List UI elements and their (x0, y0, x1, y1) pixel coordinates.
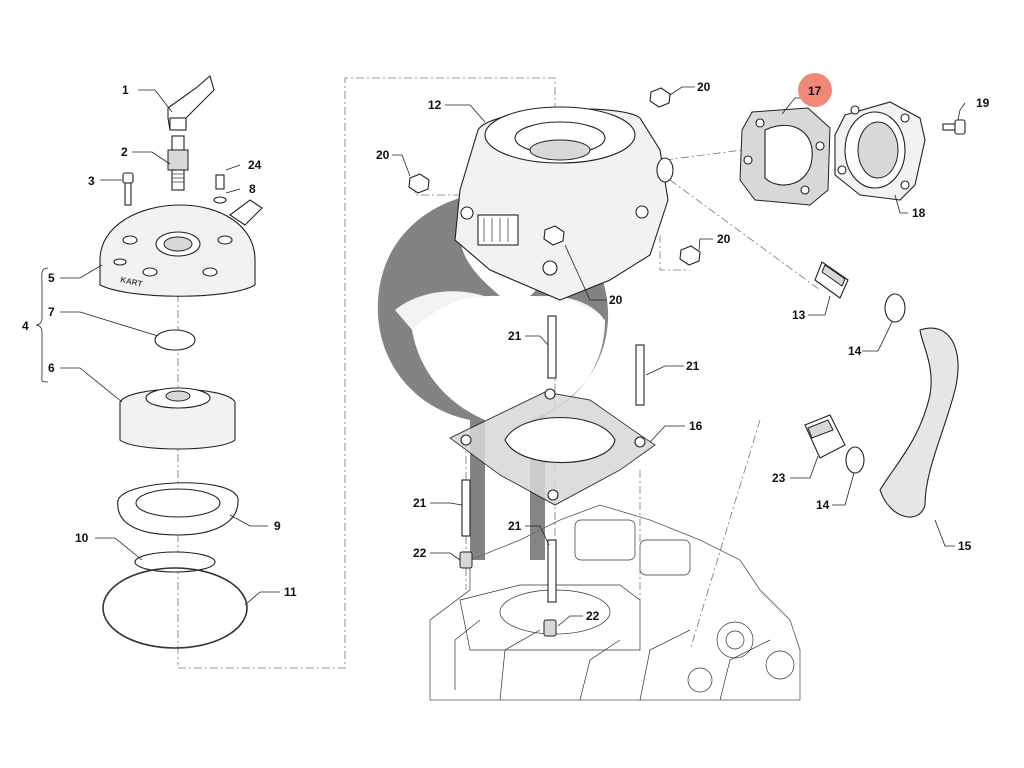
base-gasket (449, 388, 656, 506)
callout-23[interactable]: 23 (772, 471, 786, 485)
hose-clamp (845, 446, 865, 474)
callout-20a[interactable]: 20 (697, 80, 711, 94)
callout-3[interactable]: 3 (88, 174, 95, 188)
cylinder-head: KART (99, 199, 263, 297)
highlight-marker (798, 73, 832, 107)
dowel-pin (543, 619, 557, 637)
callout-17[interactable]: 17 (808, 84, 822, 98)
cylinder-stud (547, 315, 557, 379)
callout-6[interactable]: 6 (48, 361, 55, 375)
callout-22b[interactable]: 22 (586, 609, 600, 623)
callout-9[interactable]: 9 (274, 519, 281, 533)
combustion-insert (119, 387, 236, 450)
o-ring (154, 329, 196, 351)
water-fitting (804, 414, 846, 459)
hose-clamp (884, 293, 906, 323)
group-bracket (35, 267, 49, 383)
callout-1[interactable]: 1 (122, 83, 129, 97)
callout-2[interactable]: 2 (121, 145, 128, 159)
callout-14b[interactable]: 14 (816, 498, 830, 512)
sensor-stud (213, 174, 227, 204)
cylinder-nut (679, 245, 701, 266)
dowel-pin (459, 551, 473, 569)
callout-18[interactable]: 18 (912, 206, 926, 220)
callout-7[interactable]: 7 (48, 305, 55, 319)
head-gasket (117, 482, 239, 536)
callout-21d[interactable]: 21 (508, 519, 522, 533)
leader-lines (60, 86, 966, 627)
callout-22a[interactable]: 22 (413, 546, 427, 560)
callout-15[interactable]: 15 (958, 539, 972, 553)
callout-labels: 1 2 3 4 5 6 7 8 9 10 11 12 13 14 14 15 1… (22, 80, 990, 623)
hose-fitting (814, 261, 849, 299)
callout-8[interactable]: 8 (249, 182, 256, 196)
callout-13[interactable]: 13 (792, 308, 806, 322)
cylinder-stud (547, 539, 557, 603)
callout-11[interactable]: 11 (284, 585, 297, 599)
callout-21a[interactable]: 21 (508, 329, 522, 343)
head-bolt (122, 172, 134, 206)
callout-4[interactable]: 4 (22, 319, 29, 333)
exhaust-flange (834, 101, 926, 201)
cylinder-nut (543, 225, 565, 246)
spark-plug-cap (167, 75, 215, 131)
callout-19[interactable]: 19 (976, 96, 990, 110)
callout-12[interactable]: 12 (428, 98, 442, 112)
callout-20d[interactable]: 20 (609, 293, 623, 307)
callout-20b[interactable]: 20 (376, 148, 390, 162)
cylinder-stud (461, 479, 471, 537)
exhaust-gasket (739, 107, 831, 206)
callout-5[interactable]: 5 (48, 271, 55, 285)
cylinder-stud (635, 344, 645, 406)
coolant-hose (879, 327, 959, 518)
callout-20c[interactable]: 20 (717, 232, 731, 246)
cylinder (454, 106, 674, 301)
flange-bolt (942, 119, 966, 135)
callout-21c[interactable]: 21 (413, 496, 427, 510)
cylinder-nut (408, 173, 430, 194)
crankcase-drawing (429, 504, 801, 701)
callout-16[interactable]: 16 (689, 419, 703, 433)
callout-10[interactable]: 10 (75, 531, 89, 545)
large-o-ring (102, 567, 248, 649)
callout-21b[interactable]: 21 (686, 359, 700, 373)
callout-24[interactable]: 24 (248, 158, 262, 172)
cylinder-nut (649, 87, 671, 108)
small-o-ring (134, 551, 216, 573)
spark-plug (167, 135, 189, 191)
callout-14a[interactable]: 14 (848, 344, 862, 358)
